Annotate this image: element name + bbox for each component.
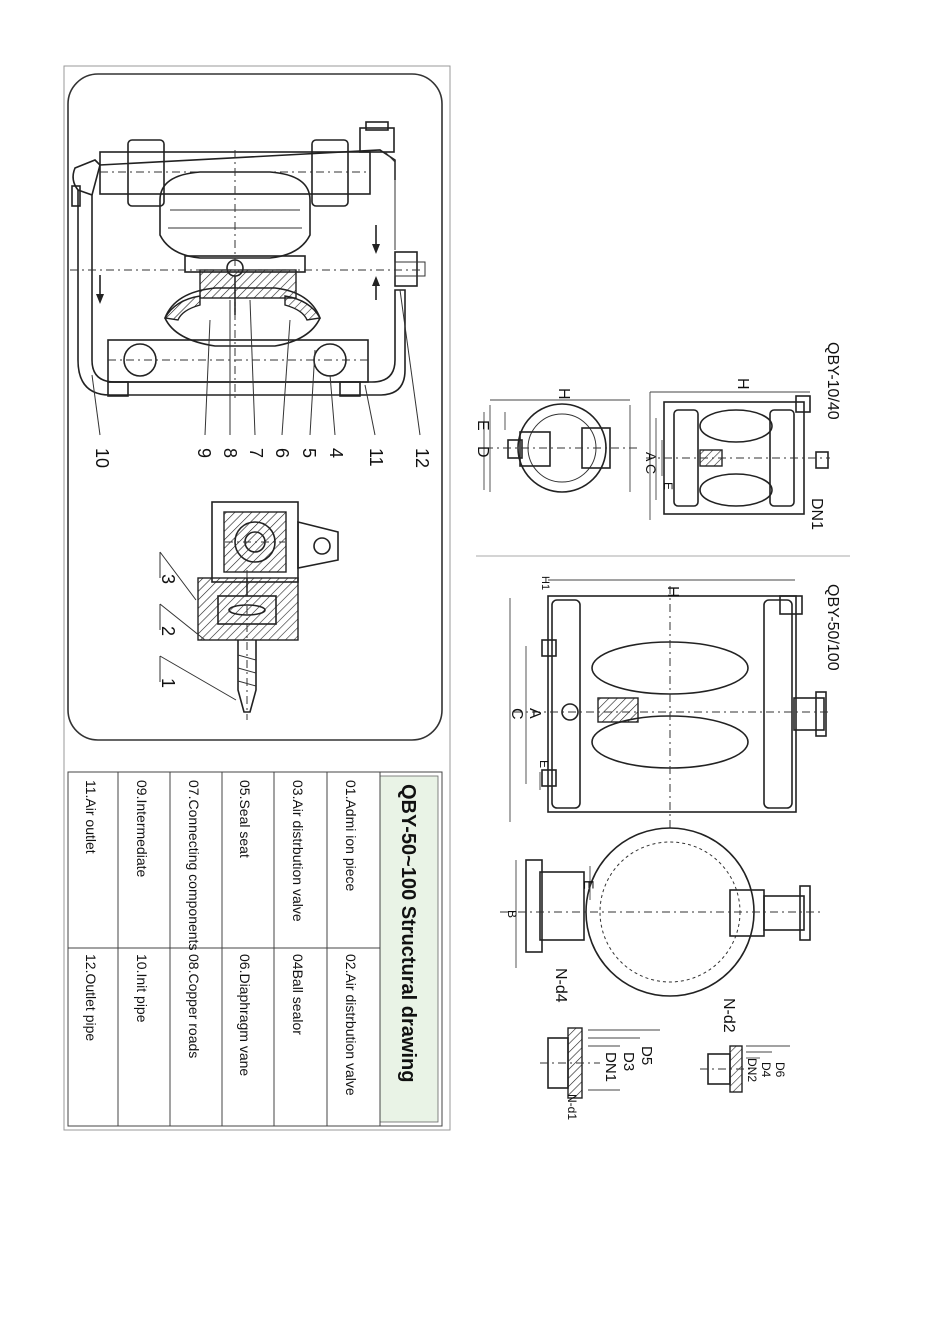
part-01: 01.Admi ion piece xyxy=(343,780,359,892)
flange1-dn1: DN1 xyxy=(602,1052,619,1082)
air-valve-detail xyxy=(159,501,339,720)
flange2-dn2: DN2 xyxy=(745,1058,759,1082)
bottom-dim-a: A xyxy=(526,708,543,719)
callout-7: 7 xyxy=(246,448,266,458)
flange-detail-2 xyxy=(700,1045,790,1093)
flange1-d3: D3 xyxy=(620,1052,637,1071)
bottom-dim-h1: H1 xyxy=(539,576,551,590)
callout-10: 10 xyxy=(92,448,112,468)
flange2-d4: D4 xyxy=(759,1062,773,1078)
part-06: 06.Diaphragm vane xyxy=(237,954,253,1076)
part-08: 08.Copper roads xyxy=(186,954,202,1058)
table-title-cell xyxy=(379,775,439,1123)
top-dim-h1: H xyxy=(555,388,572,400)
qby-10-40-front-view xyxy=(646,391,830,520)
part-10: 10.Init pipe xyxy=(134,954,150,1023)
top-dim-a: A xyxy=(643,452,659,462)
qby-50-100-front-view xyxy=(509,579,830,830)
flange2-d6: D6 xyxy=(773,1062,787,1078)
part-09: 09.Intermediate xyxy=(134,780,150,877)
bottom-dim-b: B xyxy=(505,910,519,918)
left-panel-frame xyxy=(63,65,451,1131)
top-dim-c: C xyxy=(643,464,659,474)
callout-11: 11 xyxy=(366,448,386,467)
flange1-d5: D5 xyxy=(638,1046,655,1065)
callout-4: 4 xyxy=(326,448,346,458)
callout-5: 5 xyxy=(299,448,319,458)
top-dim-h2: H xyxy=(734,378,751,390)
part-04: 04Ball sealor xyxy=(290,954,306,1035)
callout-9: 9 xyxy=(194,448,214,458)
top-dim-e1: E xyxy=(474,420,491,431)
part-05: 05.Seal seat xyxy=(237,780,253,858)
bottom-dim-nd2: N-d2 xyxy=(720,998,737,1033)
part-03: 03.Air distrbution valve xyxy=(290,780,306,922)
parts-table: QBY-50~100 Structural drawing xyxy=(67,771,443,1127)
bottom-dim-e2: E xyxy=(581,880,597,889)
model-top-label: QBY-10/40 xyxy=(824,342,841,420)
part-02: 02.Air distrbution valve xyxy=(343,954,359,1096)
pump-cross-section xyxy=(70,121,426,436)
qby-50-100-side-view xyxy=(500,827,820,997)
part-11: 11.Air outlet xyxy=(83,780,99,854)
callout-8: 8 xyxy=(220,448,240,458)
top-dim-d1: D xyxy=(474,446,491,458)
top-dim-e2: E xyxy=(661,482,675,490)
bottom-dim-nd4: N-d4 xyxy=(552,968,569,1003)
flange1-nd1: N-d1 xyxy=(565,1094,579,1120)
callout-numbers: 10 9 8 7 6 5 4 11 12 xyxy=(92,448,432,468)
part-07: 07.Connecting components xyxy=(186,780,202,950)
structural-drawing-frame xyxy=(67,73,443,741)
bottom-dim-h: H xyxy=(664,586,681,598)
qby-10-40-side-view xyxy=(483,399,640,493)
model-bottom-label: QBY-50/100 xyxy=(824,584,841,671)
table-title: QBY-50~100 Structural drawing xyxy=(397,784,419,1082)
valve-callout-1: 1 xyxy=(158,678,178,688)
bottom-dim-e: E xyxy=(537,760,551,768)
valve-callout-2: 2 xyxy=(158,626,178,636)
callout-12: 12 xyxy=(412,448,432,468)
top-dim-dn1: DN1 xyxy=(808,498,825,530)
callout-6: 6 xyxy=(272,448,292,458)
flange-detail-1 xyxy=(540,1027,660,1099)
valve-callout-3: 3 xyxy=(158,574,178,584)
part-12: 12.Outlet pipe xyxy=(83,954,99,1041)
bottom-dim-c: C xyxy=(508,708,525,720)
